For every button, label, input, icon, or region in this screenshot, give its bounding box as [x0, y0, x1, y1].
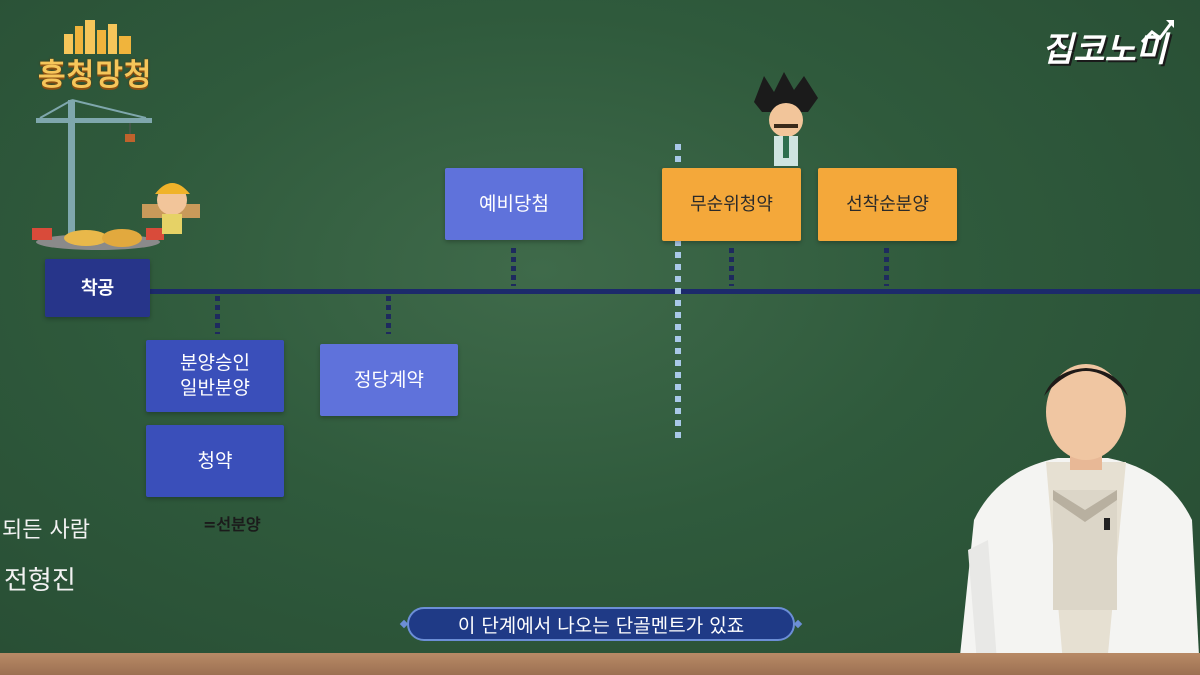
presale-note: =선분양	[203, 515, 261, 534]
worker-character-icon	[142, 183, 200, 234]
chalk-ledge	[0, 653, 1200, 675]
trend-arrow-icon	[1140, 20, 1174, 44]
divider-dotted-line	[675, 144, 681, 444]
contract-box: 정당계약	[320, 344, 458, 416]
chalk-text-line2: 전형진	[4, 566, 76, 596]
timeline-axis	[148, 289, 1200, 294]
connector-approval	[215, 296, 220, 334]
connector-first-come	[884, 248, 889, 286]
chalk-text-line1: 되든 사람	[2, 518, 90, 543]
first-come-sale-box: 선착순분양	[818, 168, 957, 241]
presenter-photo	[958, 364, 1200, 675]
sale-approval-line2: 일반분양	[180, 377, 250, 399]
show-logo: 흥청망청	[38, 58, 153, 93]
city-skyline-icon	[64, 20, 131, 54]
king-character-icon	[754, 72, 818, 166]
subscription-box: 청약	[146, 425, 284, 497]
connector-prelim	[511, 248, 516, 286]
subtitle-caption: 이 단계에서 나오는 단골멘트가 있죠	[407, 607, 795, 641]
crane-illustration	[32, 99, 164, 250]
sale-approval-box: 분양승인 일반분양	[146, 340, 284, 412]
connector-unranked	[729, 248, 734, 286]
sale-approval-line1: 분양승인	[180, 352, 250, 374]
unranked-subscription-box: 무순위청약	[662, 168, 801, 241]
prelim-winner-box: 예비당첨	[445, 168, 583, 240]
start-box: 착공	[45, 259, 150, 317]
caption-ornament-right	[793, 619, 803, 629]
connector-contract	[386, 296, 391, 334]
